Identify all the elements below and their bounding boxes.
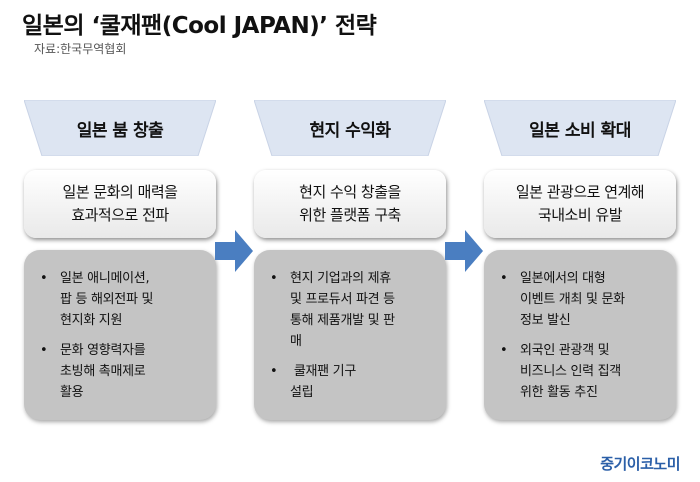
detail-line: 애니메이션,: [87, 271, 150, 286]
source-note: 자료:한국무역협회: [34, 42, 127, 56]
detail-line: 설립: [290, 385, 314, 400]
brand-logo-text: 중기이코노미: [600, 455, 680, 473]
strategy-column-consumption-expansion: 일본 소비 확대 일본 관광으로 연계해 국내소비 유발 • 일본에서의 대형 …: [484, 100, 676, 420]
detail-bullet-item: • 현지 기업과의 제휴 및 프로듀서 파견 등 통해 제품개발 및 판 매: [268, 268, 436, 352]
summary-line: 효과적으로 전파: [71, 206, 169, 224]
detail-bullet-item: • 일본에서의 대형 이벤트 개최 및 문화 정보 발신: [498, 268, 666, 331]
detail-line: 통해 제품개발 및 판: [290, 313, 395, 328]
detail-bullet-item: • 외국인 관광객 및 비즈니스 인력 집객 위한 활동 추진: [498, 340, 666, 403]
stage-header-label: 일본 붐 창출: [76, 120, 164, 141]
bullet-mark: •: [40, 271, 48, 286]
stage-summary-box: 일본 관광으로 연계해 국내소비 유발: [484, 170, 676, 238]
trapezoid-shape: [24, 100, 216, 156]
summary-line: 현지 수익 창출을: [299, 183, 401, 201]
summary-line: 위한 플랫폼 구축: [299, 206, 401, 224]
detail-line: 초빙해 촉매제로: [60, 364, 146, 379]
detail-line: 문화 영향력자를: [60, 343, 146, 358]
bullet-mark: •: [270, 271, 278, 286]
detail-line: 현지화 지원: [60, 313, 123, 328]
detail-line: 팝 등 해외전파 및: [60, 292, 154, 307]
detail-line: 위한 활동 추진: [520, 385, 598, 400]
detail-bullet-item: • 문화 영향력자를 초빙해 촉매제로 활용: [38, 340, 206, 403]
bullet-mark: •: [500, 343, 508, 358]
right-arrow-icon: [445, 230, 483, 272]
right-arrow-icon: [215, 230, 253, 272]
trapezoid-shape: [254, 100, 446, 156]
bullet-mark: •: [270, 364, 278, 379]
stage-summary-box: 일본 문화의 매력을 효과적으로 전파: [24, 170, 216, 238]
trapezoid-shape: [484, 100, 676, 156]
stage-summary-box: 현지 수익 창출을 위한 플랫폼 구축: [254, 170, 446, 238]
detail-line: 및 프로듀서 파견 등: [290, 292, 395, 307]
detail-line: 현지 기업과의 제휴: [290, 271, 391, 286]
bullet-mark: •: [500, 271, 508, 286]
detail-line: 일본: [60, 271, 88, 286]
bullet-mark: •: [40, 343, 48, 358]
stage-header-consumption-expansion: 일본 소비 확대: [484, 100, 676, 156]
stage-header-local-monetization: 현지 수익화: [254, 100, 446, 156]
detail-line: 매: [290, 334, 302, 349]
strategy-column-local-monetization: 현지 수익화 현지 수익 창출을 위한 플랫폼 구축 • 현지 기업과의 제휴 …: [254, 100, 446, 420]
strategy-column-boom-creation: 일본 붐 창출 일본 문화의 매력을 효과적으로 전파 • 일본 애니메이션, …: [24, 100, 216, 420]
detail-line: 외국인 관광객 및: [520, 343, 610, 358]
detail-line: 쿨재팬 기구: [293, 364, 356, 379]
stage-details-box: • 일본에서의 대형 이벤트 개최 및 문화 정보 발신 • 외국인 관광객 및…: [484, 250, 676, 420]
detail-line: 비즈니스 인력 집객: [520, 364, 621, 379]
stage-details-box: • 일본 애니메이션, 팝 등 해외전파 및 현지화 지원 • 문화 영향력자를…: [24, 250, 216, 420]
summary-line: 국내소비 유발: [537, 206, 623, 224]
stage-header-boom-creation: 일본 붐 창출: [24, 100, 216, 156]
detail-line: 활용: [60, 385, 84, 400]
stage-header-label: 일본 소비 확대: [529, 120, 631, 141]
summary-line: 일본 문화의 매력을: [62, 183, 178, 201]
page-title: 일본의 ‘쿨재팬(Cool JAPAN)’ 전략: [22, 13, 377, 39]
stage-details-box: • 현지 기업과의 제휴 및 프로듀서 파견 등 통해 제품개발 및 판 매 •…: [254, 250, 446, 420]
detail-bullet-item: • 일본 애니메이션, 팝 등 해외전파 및 현지화 지원: [38, 268, 206, 331]
detail-bullet-item: • 쿨재팬 기구 설립: [268, 361, 436, 403]
detail-line: 이벤트 개최 및 문화: [520, 292, 625, 307]
stage-header-label: 현지 수익화: [309, 120, 391, 141]
summary-line: 일본 관광으로 연계해: [515, 183, 645, 201]
detail-line: 정보 발신: [520, 313, 571, 328]
detail-line: 일본에서의 대형: [520, 271, 606, 286]
